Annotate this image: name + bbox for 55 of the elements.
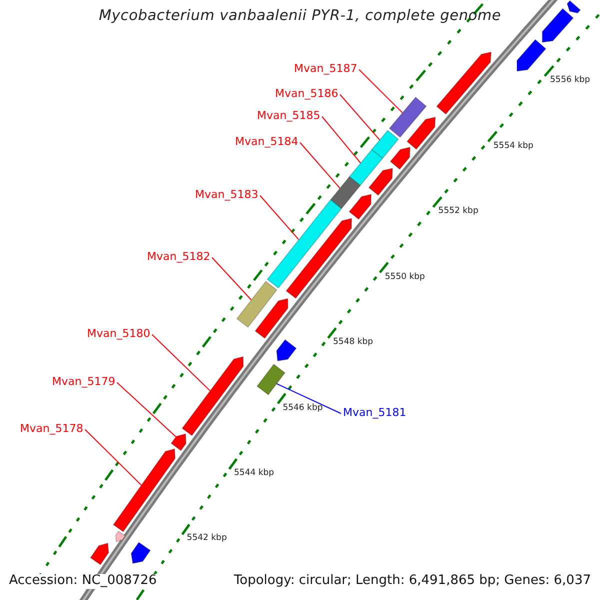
gene-label: Mvan_5183 <box>195 189 258 202</box>
gene-block <box>256 364 286 396</box>
gene-feature <box>276 339 297 362</box>
scale-label: 5552 kbp <box>438 207 478 217</box>
gene-feature <box>182 356 244 436</box>
leader-line <box>358 69 403 114</box>
leader-line <box>84 429 142 486</box>
gene-block <box>330 176 361 210</box>
scale-label: 5548 kbp <box>333 338 374 348</box>
gene-label: Mvan_5184 <box>235 136 298 149</box>
gene-feature <box>130 542 151 564</box>
scale-label: 5556 kbp <box>550 76 590 86</box>
scale-label: 5554 kbp <box>493 142 534 152</box>
gene-feature <box>542 8 574 43</box>
leader-line <box>116 382 176 438</box>
gene-feature <box>112 448 176 532</box>
gene-feature <box>115 530 126 542</box>
gene-label: Mvan_5182 <box>147 251 210 264</box>
leader-line <box>300 142 340 189</box>
gene-feature <box>516 39 546 72</box>
leader-line <box>260 195 300 240</box>
gene-feature <box>390 146 410 170</box>
scale-label: 5542 kbp <box>186 534 227 544</box>
gene-feature <box>348 194 372 220</box>
gene-block <box>388 96 427 138</box>
gene-feature <box>436 52 492 115</box>
gene-feature <box>406 116 436 150</box>
gene-label: Mvan_5179 <box>52 376 116 389</box>
leader-line <box>212 257 252 300</box>
scale-label: 5544 kbp <box>234 469 274 479</box>
gene-label: Mvan_5185 <box>257 110 320 123</box>
genome-summary: Topology: circular; Length: 6,491,865 bp; Genes: 6,037 <box>234 574 591 589</box>
leader-line <box>276 383 342 414</box>
leader-line <box>340 94 380 140</box>
gene-feature <box>566 0 581 14</box>
gene-feature <box>254 298 288 339</box>
gene-block <box>371 130 399 159</box>
gene-label: Mvan_5180 <box>87 328 150 341</box>
gene-feature <box>90 542 110 566</box>
leader-line <box>152 334 210 392</box>
gene-block <box>348 148 384 186</box>
scale-label: 5546 kbp <box>282 404 323 414</box>
gene-feature <box>368 168 393 196</box>
scale-label: 5550 kbp <box>384 272 425 282</box>
gene-block <box>266 199 342 289</box>
gene-label: Mvan_5186 <box>275 88 338 101</box>
leader-line <box>322 116 362 164</box>
title: Mycobacterium vanbaalenii PYR-1, complete genome <box>98 8 502 25</box>
gene-feature <box>286 218 352 299</box>
gene-label: Mvan_5187 <box>294 63 358 76</box>
accession-text: Accession: NC_008726 <box>9 574 157 589</box>
gene-feature <box>170 433 186 452</box>
gene-label: Mvan_5178 <box>20 423 84 436</box>
gene-block <box>236 280 278 328</box>
gene-label: Mvan_5181 <box>343 407 406 420</box>
